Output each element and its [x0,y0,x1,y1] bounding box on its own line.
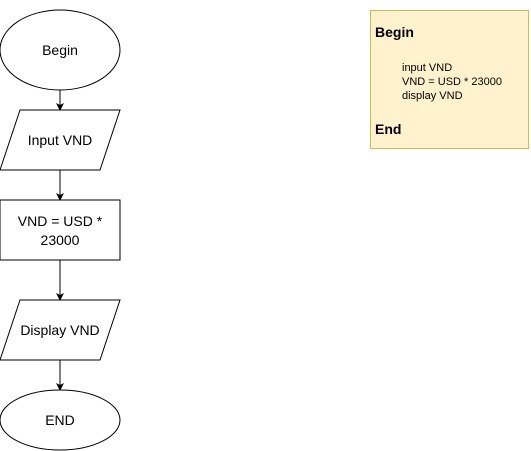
output-parallelogram[interactable] [0,299,121,361]
output-label: Display VND [20,322,99,338]
process-label-line1: VND = USD * [18,213,103,229]
input-label: Input VND [28,132,93,148]
process-box[interactable] [0,199,121,261]
pseudocode-body: input VND VND = USD * 23000 display VND [402,61,502,103]
pseudocode-line: display VND [402,90,463,102]
pseudocode-line: input VND [402,62,453,74]
end-label: END [45,412,75,428]
input-parallelogram[interactable] [0,109,121,171]
pseudocode-end: End [375,121,402,137]
pseudocode-note[interactable]: Begin input VND VND = USD * 23000 displa… [370,10,529,149]
process-label-line2: 23000 [41,232,80,248]
pseudocode-begin: Begin [375,24,414,40]
pseudocode-line: VND = USD * 23000 [402,76,502,88]
start-label: Begin [42,42,78,58]
end-terminator[interactable] [0,389,121,451]
